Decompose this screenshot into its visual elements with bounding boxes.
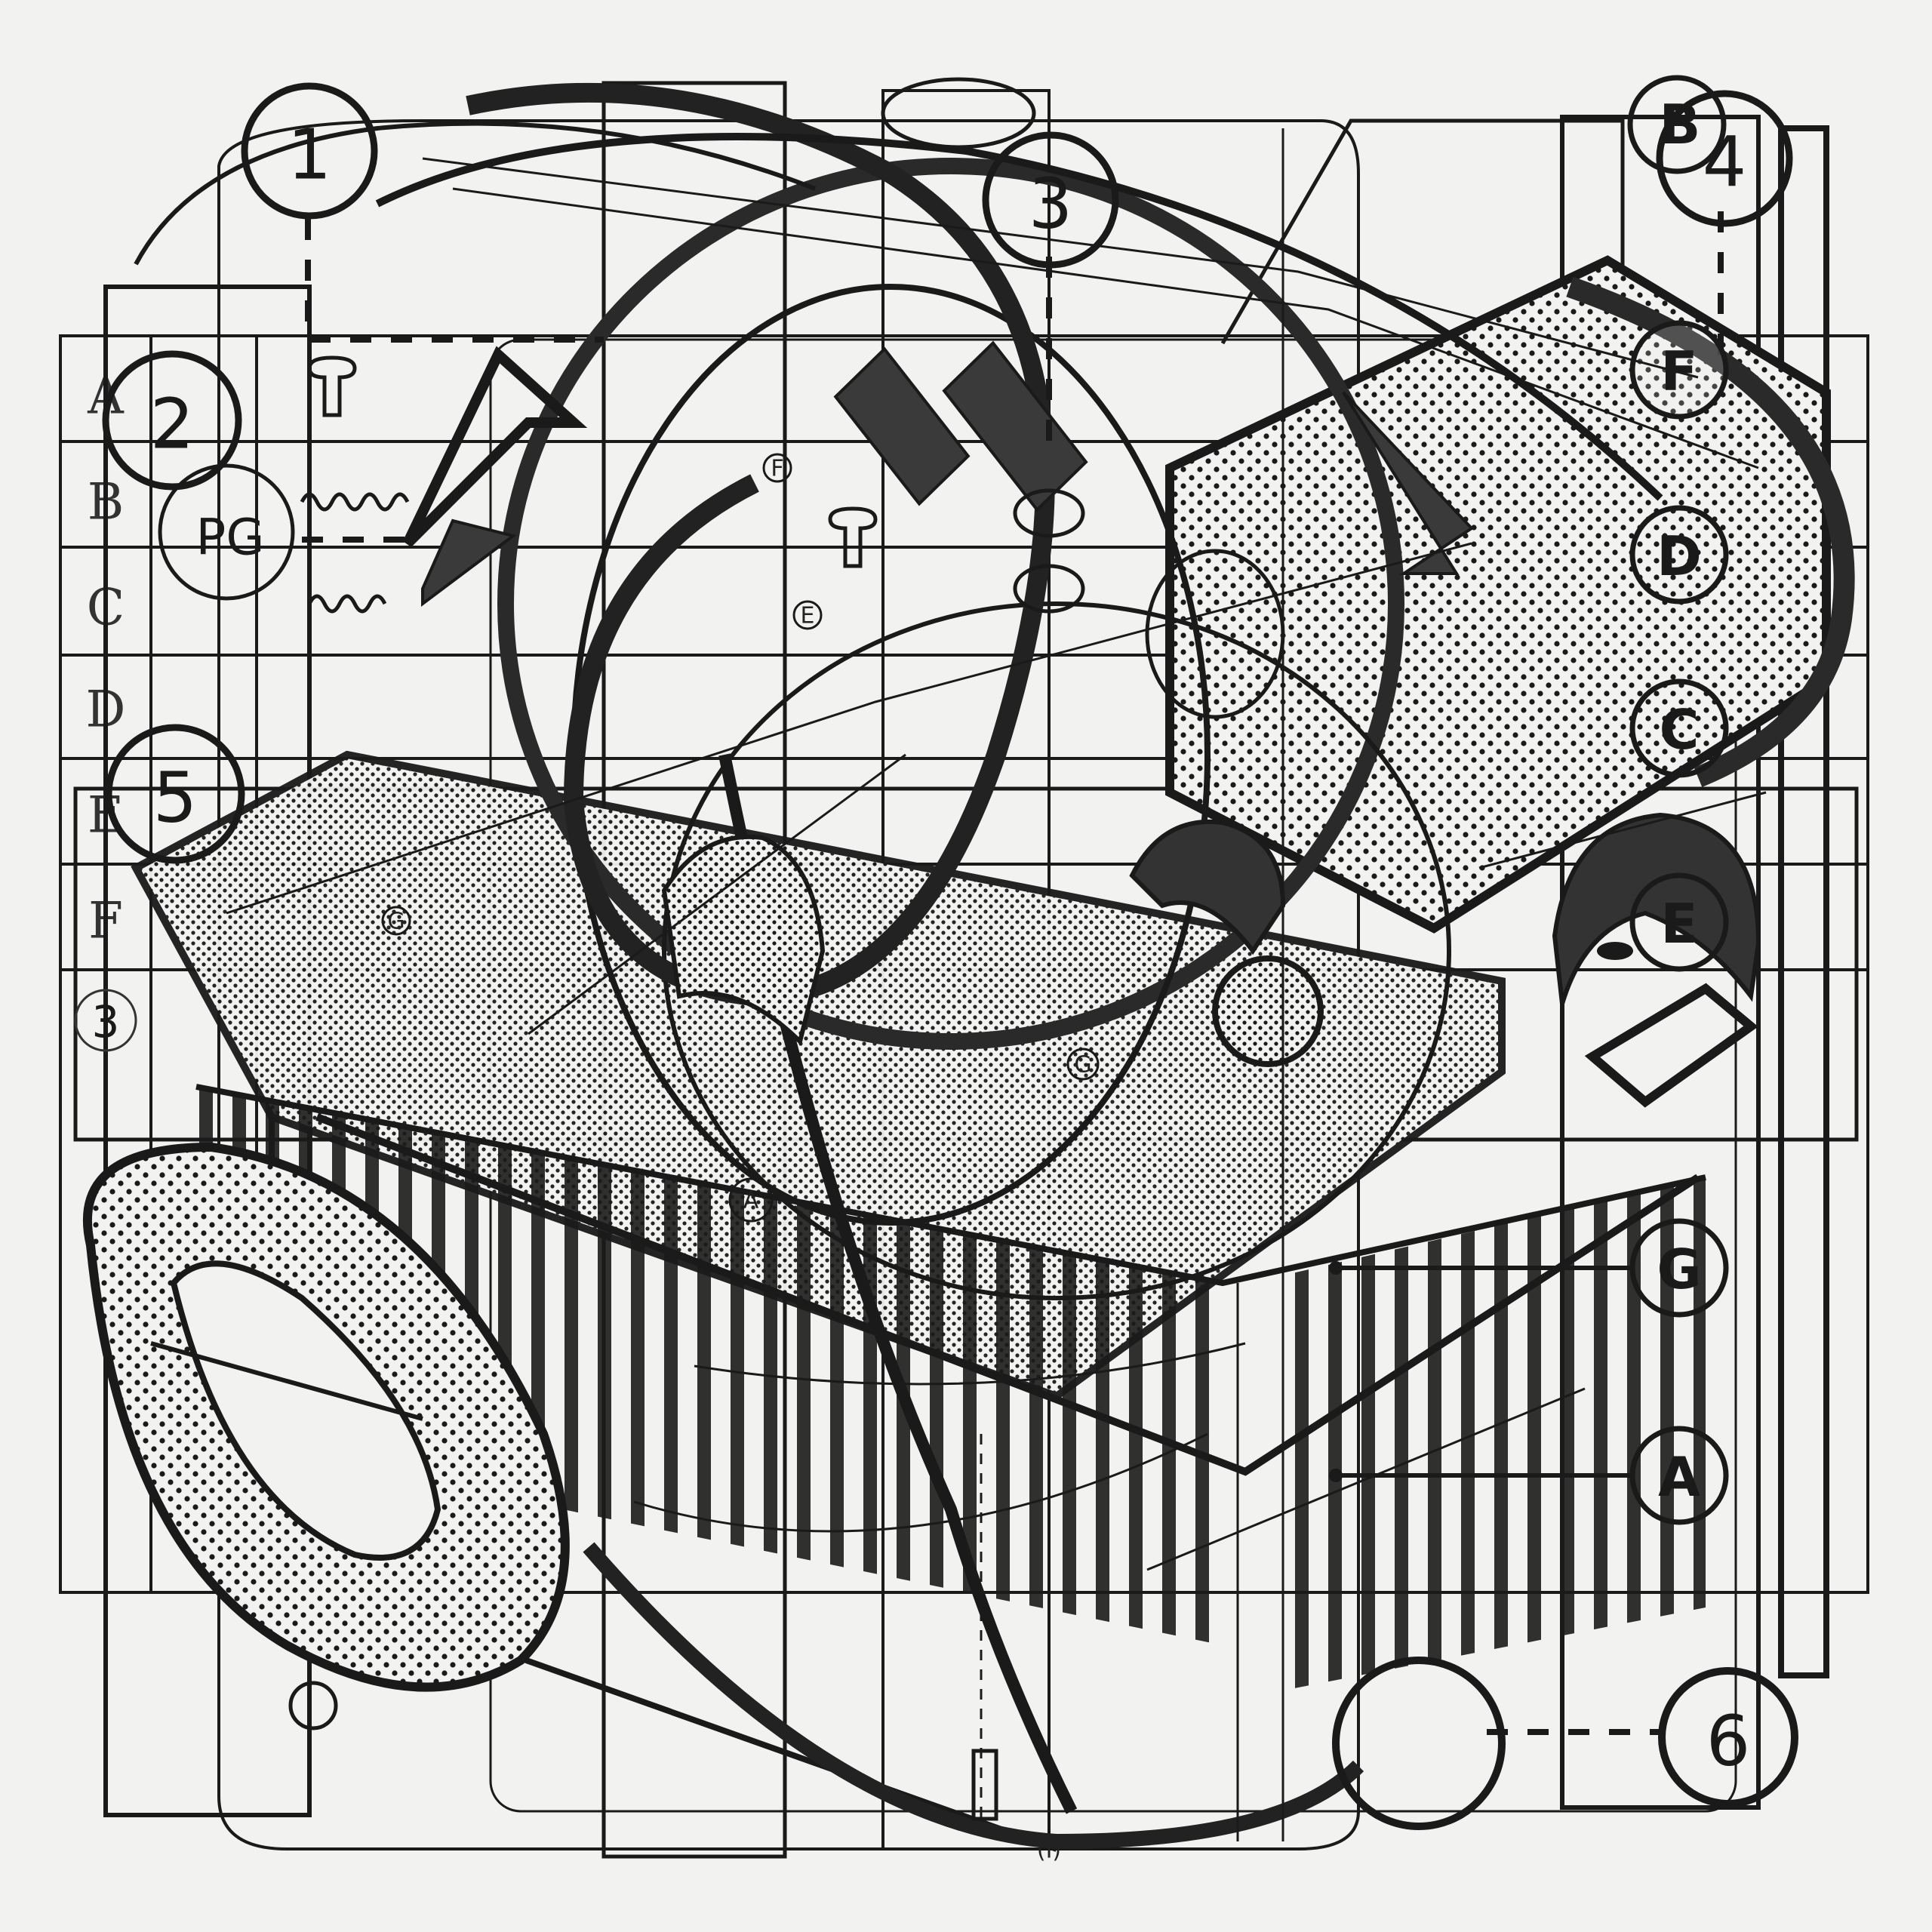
portrait-right <box>1552 812 1761 1108</box>
svg-text:PG: PG <box>196 509 265 567</box>
halftone-ring <box>82 1142 570 1692</box>
svg-text:E: E <box>801 603 815 629</box>
spring-coil <box>300 492 410 614</box>
svg-text:A: A <box>1658 1445 1700 1509</box>
part-label-f: F <box>762 453 792 483</box>
striped-panel <box>195 1084 1706 1690</box>
dark-arrows <box>402 340 1475 607</box>
portrait-left <box>661 834 826 1046</box>
footer-mark: (I) <box>1037 1838 1061 1864</box>
callout-5: 5 <box>105 724 245 864</box>
lettered-callouts: B F D C E G A <box>1329 75 1729 1525</box>
portrait-center <box>1129 819 1324 1067</box>
callout-1: 1 <box>241 82 378 220</box>
callout-b: B <box>1627 75 1727 174</box>
svg-text:G: G <box>387 909 405 935</box>
callout-c: C <box>1629 678 1729 778</box>
texture-lines <box>226 128 1767 1841</box>
svg-text:D: D <box>1657 525 1702 588</box>
svg-text:F: F <box>771 456 783 482</box>
part-label-a: A <box>728 1177 774 1223</box>
leader-lines <box>302 211 1724 1826</box>
callout-6: 6 <box>1658 1667 1798 1807</box>
svg-text:G: G <box>1074 1052 1091 1078</box>
part-label-g1: G <box>1066 1048 1100 1081</box>
numbered-callouts: 1 2 3 4 5 6 <box>102 82 1798 1807</box>
leader-dot-g <box>1329 1261 1343 1275</box>
svg-text:6: 6 <box>1706 1701 1751 1782</box>
callout-3: 3 <box>982 131 1119 269</box>
part-label-g2: G <box>381 906 411 936</box>
svg-text:1: 1 <box>288 115 332 195</box>
svg-text:3: 3 <box>92 996 120 1048</box>
svg-text:A: A <box>743 1188 759 1214</box>
svg-text:C: C <box>1660 698 1700 761</box>
callout-d: D <box>1629 505 1729 605</box>
callout-pg: PG <box>158 463 295 601</box>
svg-text:5: 5 <box>153 758 198 838</box>
callout-f: F <box>1629 320 1729 420</box>
svg-text:B: B <box>1660 93 1701 156</box>
small-part-labels: F E G G A <box>381 453 1100 1223</box>
callout-2: 2 <box>102 350 242 491</box>
svg-text:2: 2 <box>150 384 195 465</box>
leader-dot-a <box>1329 1469 1343 1482</box>
svg-text:E: E <box>1660 892 1697 955</box>
halftone-box-top-right <box>1165 255 1855 934</box>
callout-small-3: 3 <box>74 989 137 1052</box>
callout-e: E <box>1629 872 1729 972</box>
part-label-e: E <box>792 600 823 630</box>
svg-text:3: 3 <box>1029 164 1073 245</box>
svg-text:G: G <box>1657 1238 1701 1301</box>
